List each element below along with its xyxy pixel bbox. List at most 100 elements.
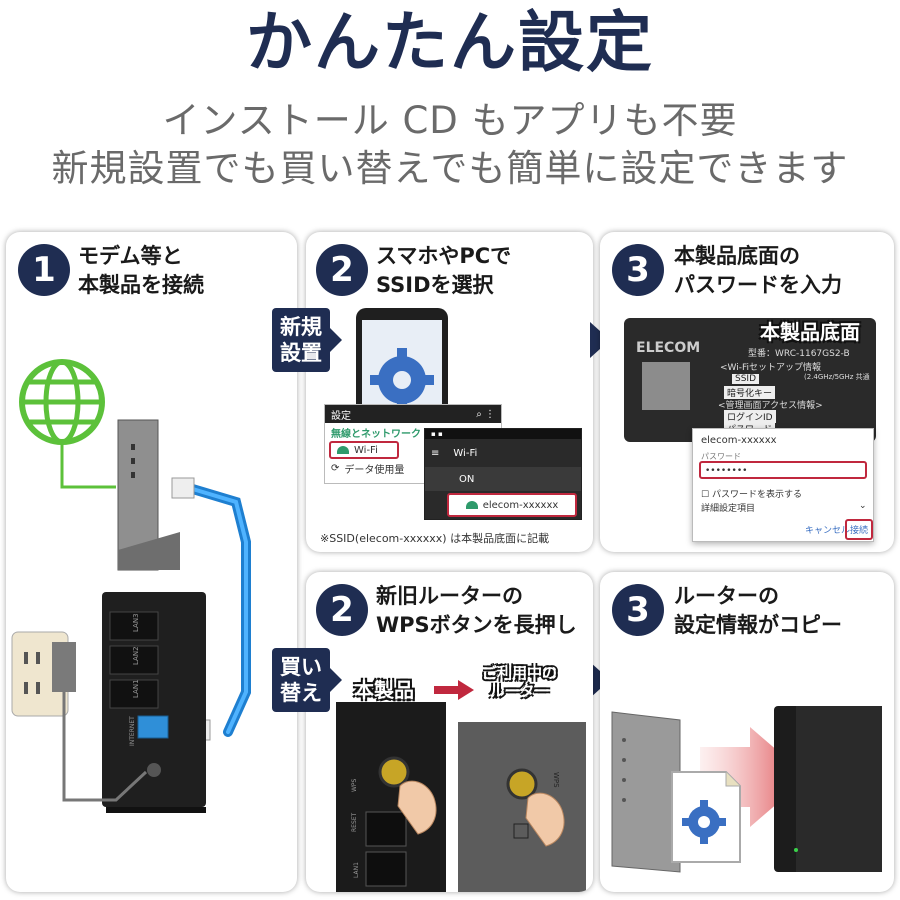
new-setup-label: 新規 設置	[272, 308, 342, 372]
replace-step3-heading: ルーターの 設定情報がコピー	[674, 582, 842, 640]
lan1-label: LAN1	[353, 862, 360, 878]
old-router-icon	[611, 711, 681, 873]
step1-heading: モデム等と 本製品を接続	[78, 242, 204, 300]
plate-band: (2.4GHz/5GHz 共通	[804, 373, 870, 381]
wifi-signal-icon	[465, 501, 478, 509]
wifi-toggle-state[interactable]: ON	[425, 467, 581, 491]
file-gear-icon	[682, 800, 726, 844]
router-back-icon	[102, 592, 206, 813]
data-usage-item[interactable]: ⟳ データ使用量	[325, 459, 501, 477]
search-icon[interactable]: ⌕ ⋮	[476, 408, 495, 420]
port-label-lan1: LAN1	[132, 679, 140, 698]
ssid-list-item[interactable]: elecom-xxxxxx	[447, 493, 577, 517]
menu-icon[interactable]: ≡	[431, 447, 440, 459]
settings-copy-illustration	[611, 706, 882, 873]
connection-illustration: LAN3 LAN2 LAN1 INTERNET	[11, 359, 251, 813]
qr-code-icon	[642, 362, 690, 410]
replace-step3-panel: 3 ルーターの 設定情報がコピー	[600, 572, 894, 892]
data-usage-label: データ使用量	[344, 464, 405, 476]
current-router-wps-illustration: WPS	[458, 722, 586, 892]
globe-icon	[19, 359, 105, 445]
cancel-button[interactable]: キャンセル	[805, 526, 851, 536]
bottom-badge: 本製品底面	[760, 320, 860, 344]
new-setup-label-line2: 設置	[280, 341, 322, 365]
replacement-label-line1: 買い	[280, 655, 322, 679]
advanced-options-label: 詳細設定項目	[701, 504, 756, 514]
wifi-settings-label: Wi-Fi	[354, 444, 378, 456]
settings-screen-title: 設定	[331, 410, 351, 422]
wifi-screen-title: Wi-Fi	[453, 447, 478, 459]
plate-admin-header: <管理画面アクセス情報>	[718, 401, 823, 411]
new-step2-heading: スマホやPCで SSIDを選択	[376, 242, 511, 300]
plate-encryption-key: 暗号化キー	[724, 386, 776, 399]
new-router-icon	[774, 706, 882, 872]
new-step3-number: 3	[612, 244, 664, 296]
elecom-logo: ELECOM	[636, 340, 701, 356]
page-title: かんたん設定	[246, 4, 654, 81]
plate-setup-header: <Wi-Fiセットアップ情報	[720, 363, 822, 373]
power-outlet-icon	[11, 631, 76, 717]
plate-model: 型番：WRC-1167GS2-B	[748, 349, 850, 359]
settings-file-icon	[671, 771, 741, 863]
dialog-field-label: パスワード	[701, 452, 741, 461]
replace-step3-line1: ルーターの	[674, 584, 779, 608]
step1-line1: モデム等と	[78, 244, 183, 268]
new-step3-heading: 本製品底面の パスワードを入力	[674, 242, 842, 300]
wps-label-current: WPS	[552, 772, 560, 788]
replace-step2-heading: 新旧ルーターの WPSボタンを長押し	[376, 582, 577, 640]
replace-step2-panel: 2 新旧ルーターの WPSボタンを長押し 本製品 ご利用中の ルーター WPS …	[306, 572, 593, 892]
port-label-lan2: LAN2	[132, 646, 140, 665]
ssid-name: elecom-xxxxxx	[482, 499, 559, 511]
plate-login-id: ログインID	[724, 410, 776, 423]
this-product-wps-illustration: WPS RESET LAN1	[336, 702, 446, 892]
step1-line2: 本製品を接続	[78, 273, 204, 297]
show-password-checkbox[interactable]: ☐ パスワードを表示する	[701, 490, 802, 500]
new-step3-panel: 3 本製品底面の パスワードを入力 ELECOM 型番：WRC-1167GS2-…	[600, 232, 894, 552]
replace-step2-line1: 新旧ルーターの	[376, 584, 523, 608]
replace-step3-line2: 設定情報がコピー	[674, 613, 842, 637]
dialog-network: elecom-xxxxxx	[701, 435, 777, 446]
replacement-label-line2: 替え	[280, 681, 322, 705]
wps-label-this: WPS	[351, 778, 358, 792]
show-password-label: パスワードを表示する	[711, 490, 802, 500]
replace-step2-line2: WPSボタンを長押し	[376, 613, 577, 637]
new-step2-line1: スマホやPCで	[376, 244, 512, 268]
settings-section: 無線とネットワーク	[331, 428, 421, 440]
password-dialog: elecom-xxxxxx パスワード •••••••• ☐ パスワードを表示す…	[692, 428, 874, 542]
data-usage-icon: ⟳	[331, 462, 340, 474]
chevron-down-icon[interactable]: ⌄	[859, 501, 867, 511]
port-label-lan3: LAN3	[132, 613, 140, 632]
bottom-label-plate: ELECOM 型番：WRC-1167GS2-B <Wi-Fiセットアップ情報 (…	[624, 318, 876, 442]
plate-ssid: SSID	[732, 374, 760, 384]
reset-label: RESET	[351, 812, 358, 832]
new-step2-line2: SSIDを選択	[376, 273, 494, 297]
current-router-line1: ご利用中の	[482, 664, 558, 682]
this-product-badge: 本製品	[354, 678, 414, 702]
smartphone-icon	[356, 308, 448, 416]
current-router-badge: ご利用中の ルーター	[482, 664, 557, 700]
replace-step3-number: 3	[612, 584, 664, 636]
password-input[interactable]: ••••••••	[699, 461, 867, 479]
new-step2-number: 2	[316, 244, 368, 296]
wifi-screen: ▪ ▪ ≡ Wi-Fi ON elecom-xxxxxx	[424, 428, 582, 520]
current-router-line2: ルーター	[489, 682, 550, 700]
new-step3-line2: パスワードを入力	[674, 273, 842, 297]
modem-icon	[117, 419, 180, 571]
ssid-note: ※SSID(elecom-xxxxxx) は本製品底面に記載	[320, 532, 550, 545]
step1-number: 1	[18, 244, 70, 296]
connect-button[interactable]: 接続	[845, 519, 874, 540]
arrow-right-red-icon	[434, 680, 474, 700]
gear-icon	[370, 348, 434, 412]
wifi-icon	[337, 446, 349, 454]
replace-step2-number: 2	[316, 584, 368, 636]
replacement-label: 買い 替え	[272, 648, 342, 712]
advanced-options[interactable]: 詳細設定項目	[701, 501, 755, 514]
port-label-internet: INTERNET	[129, 716, 136, 746]
new-step2-panel: 2 スマホやPCで SSIDを選択 設定 ⌕ ⋮ 無線とネットワーク Wi-Fi…	[306, 232, 593, 552]
subtitle-line-2: 新規設置でも買い替えでも簡単に設定できます	[51, 147, 849, 190]
new-setup-label-line1: 新規	[280, 315, 322, 339]
step1-panel: 1 モデム等と 本製品を接続	[6, 232, 297, 892]
subtitle-line-1: インストール CD もアプリも不要	[162, 99, 738, 142]
wifi-settings-item[interactable]: Wi-Fi	[329, 441, 399, 459]
new-step3-line1: 本製品底面の	[674, 244, 800, 268]
